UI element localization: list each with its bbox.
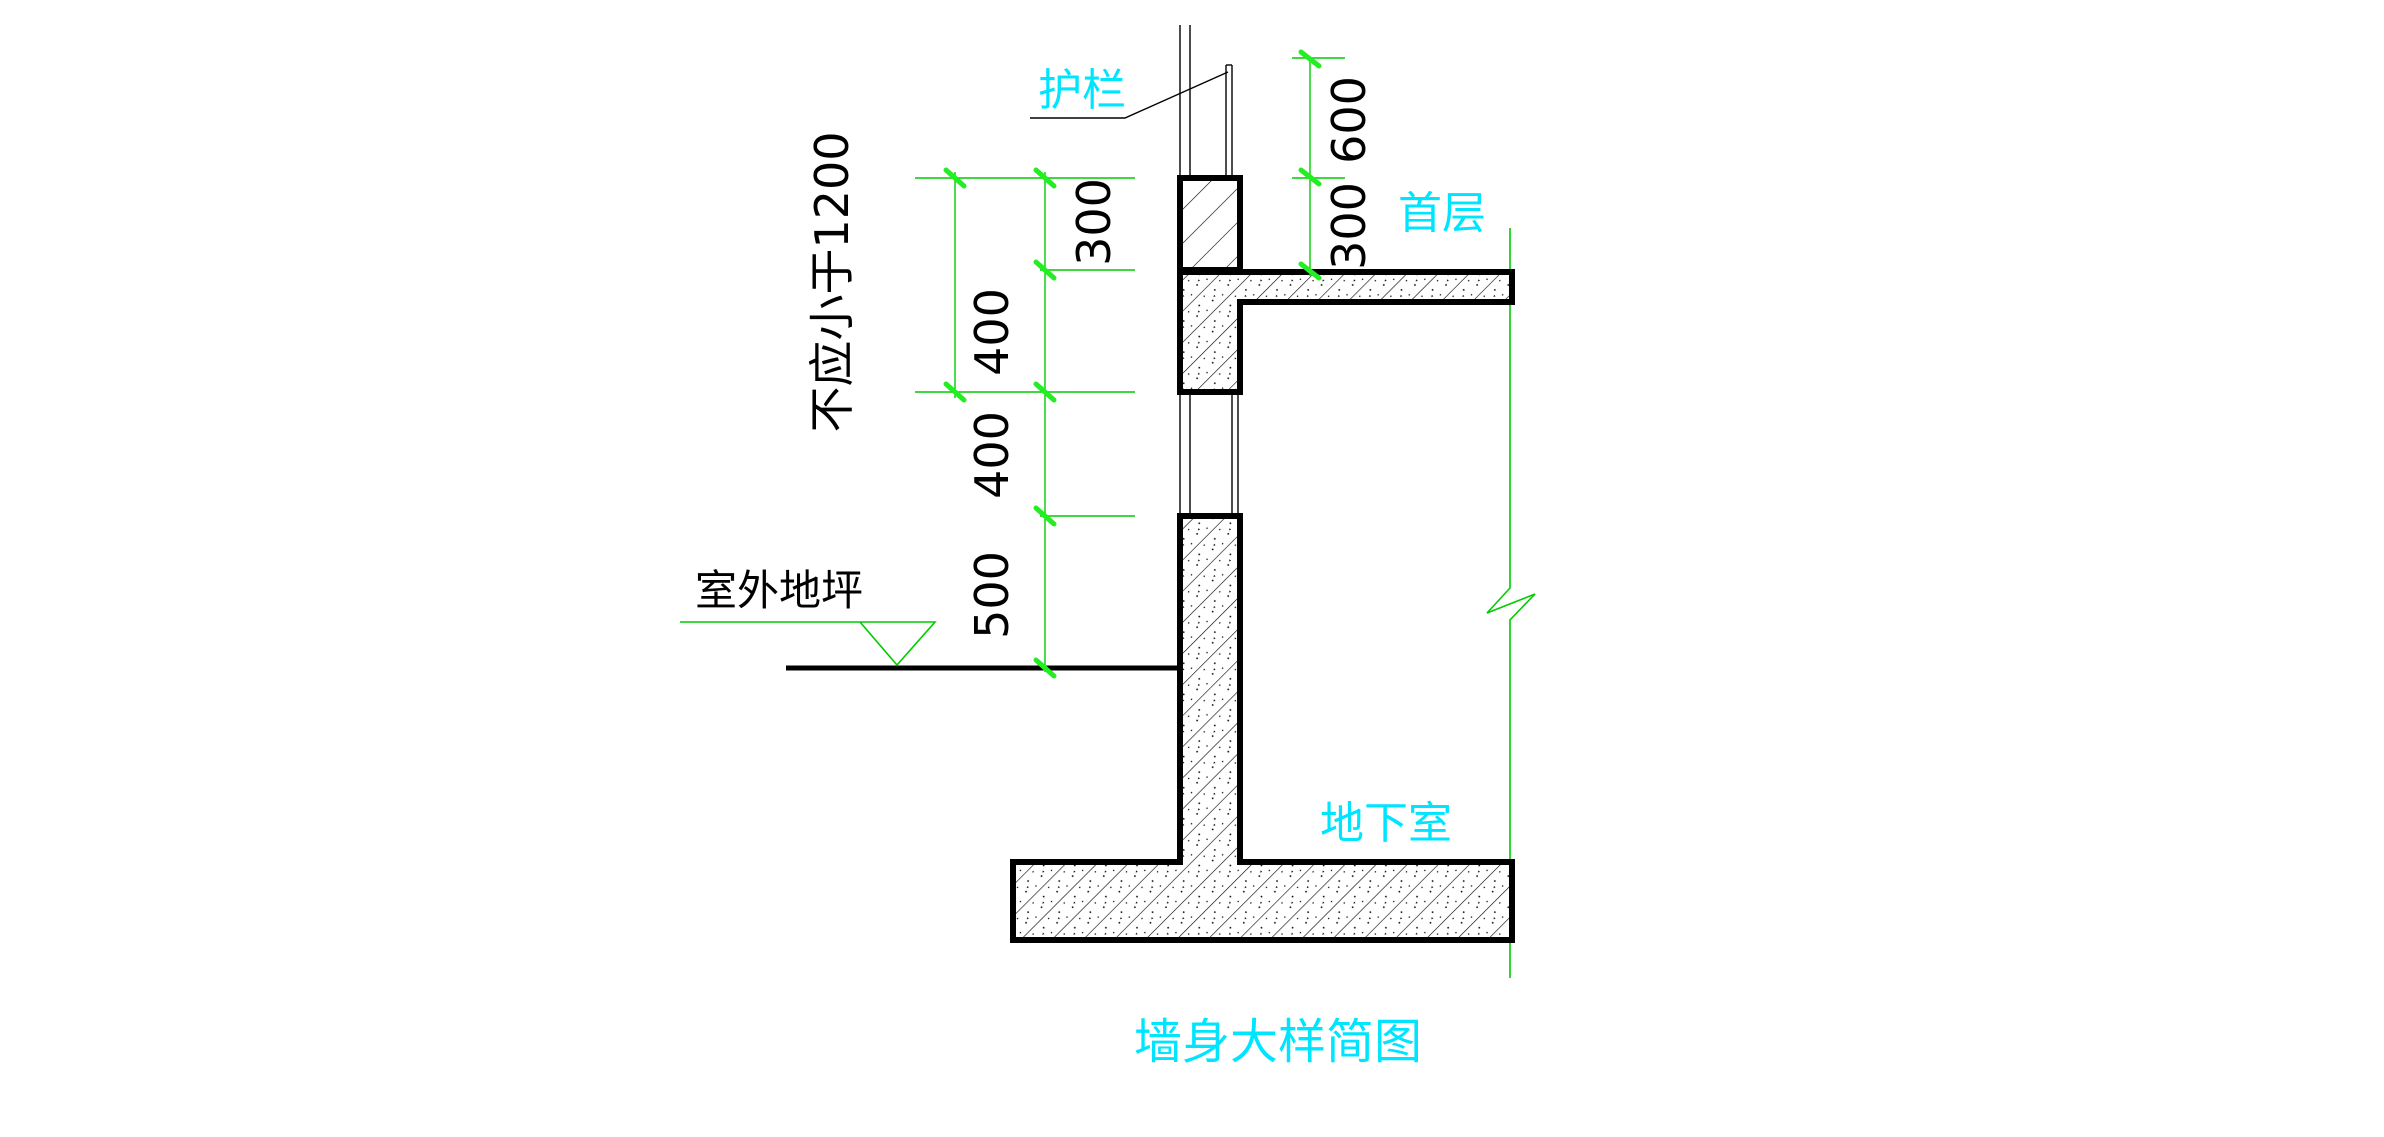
left-dimension-ticks: [943, 167, 1057, 679]
label-basement: 地下室: [1320, 798, 1452, 849]
railing-leader: [1030, 71, 1229, 119]
right-dimension-ticks: [1298, 49, 1322, 281]
dim-left-middle-2: 400: [965, 411, 1019, 499]
grade-level-symbol: [680, 621, 937, 667]
first-floor-slab: [1177, 269, 1515, 395]
dim-right-upper: 600: [1322, 76, 1376, 164]
dim-left-lower: 500: [965, 551, 1019, 639]
dim-right-lower: 300: [1322, 182, 1376, 270]
dim-left-middle-1: 400: [965, 288, 1019, 376]
left-dimension-lines: [915, 172, 1135, 672]
railing-posts: [1179, 25, 1239, 516]
min-height-note: 不应小于1200: [805, 131, 859, 432]
drawing-title: 墙身大样简图: [1134, 1014, 1422, 1070]
label-railing: 护栏: [1038, 65, 1126, 116]
label-outdoor-grade: 室外地坪: [695, 566, 863, 615]
dim-left-upper: 300: [1067, 178, 1121, 266]
basement-wall-and-foundation: [1010, 513, 1515, 943]
label-first-floor: 首层: [1398, 188, 1486, 239]
right-dimension-lines: [1292, 57, 1345, 276]
right-boundary-line: [1486, 228, 1536, 978]
upper-upstand: [1177, 175, 1243, 273]
